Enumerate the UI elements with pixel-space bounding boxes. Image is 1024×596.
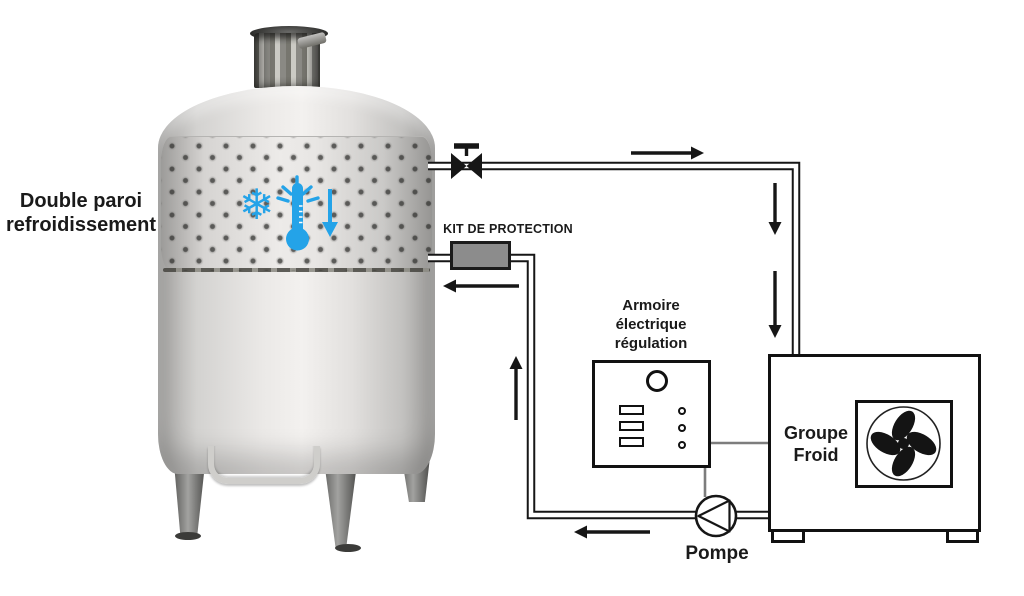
pump-label: Pompe — [685, 543, 749, 564]
thermometer-icon — [276, 175, 320, 251]
chiller-box — [768, 354, 981, 532]
tank-jacket-seam — [163, 268, 430, 272]
flow-arrow-return-left-icon — [443, 279, 519, 293]
cold-flow-down-icon — [322, 189, 338, 237]
tank-foot — [335, 544, 361, 552]
protection-kit-label: KIT DE PROTECTION — [443, 222, 573, 236]
electrical-cabinet-box — [592, 360, 711, 468]
electrical-cabinet-label: Armoire électrique régulation — [614, 297, 688, 353]
fan-icon — [866, 406, 941, 481]
pump-icon — [694, 494, 738, 538]
fan-frame — [855, 400, 953, 488]
cabinet-switch-icon — [619, 421, 644, 431]
tank-foot — [175, 532, 201, 540]
cabinet-switch-icon — [619, 405, 644, 415]
supply-pipe-core — [428, 163, 799, 356]
cabinet-knob-icon — [646, 370, 668, 392]
cabinet-indicator-icon — [678, 441, 686, 449]
tank-outlet-pipe — [208, 446, 320, 484]
valve-icon — [451, 143, 482, 179]
tank-label: Double paroi refroidissement — [5, 190, 157, 237]
cabinet-indicator-icon — [678, 424, 686, 432]
flow-arrow-return-up-icon — [509, 356, 523, 420]
chiller-label: Groupe Froid — [783, 423, 848, 465]
cabinet-indicator-icon — [678, 407, 686, 415]
cabinet-switch-icon — [619, 437, 644, 447]
flow-arrow-supply-right-icon — [631, 146, 704, 160]
protection-kit-box — [450, 241, 511, 270]
flow-arrow-return-left-bottom-icon — [574, 525, 650, 539]
flow-arrow-supply-down-2-icon — [768, 271, 782, 338]
flow-arrow-supply-down-1-icon — [768, 183, 782, 235]
snowflake-icon: ❄ — [239, 180, 275, 229]
cooling-tank: ❄ — [155, 24, 440, 552]
